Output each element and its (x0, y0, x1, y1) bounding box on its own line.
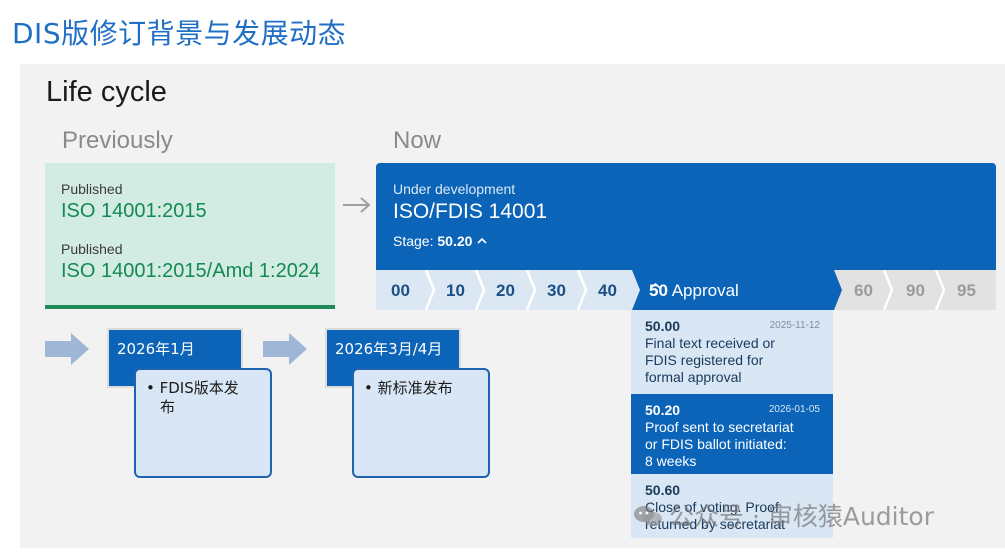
previous-publications-card: Published ISO 14001:2015 Published ISO 1… (45, 163, 335, 309)
stage-20[interactable]: 20 (496, 281, 515, 300)
substage-50-00[interactable]: 50.00 2025-11-12 Final text received or … (631, 310, 833, 394)
desc-line: 8 weeks (645, 453, 697, 469)
stage-value: 50.20 (437, 233, 473, 249)
lifecycle-title: Life cycle (46, 76, 167, 108)
substage-50-60[interactable]: 50.60 Close of voting. Proof returned by… (631, 474, 833, 538)
desc-line: FDIS registered for (645, 352, 764, 368)
wechat-icon (633, 504, 663, 528)
timeline-milestone-fdis: • FDIS版本发 布 (134, 368, 272, 478)
substage-list: 50.00 2025-11-12 Final text received or … (631, 310, 833, 538)
substage-code: 50.60 (645, 482, 681, 498)
desc-line: Proof sent to secretariat (645, 419, 794, 435)
now-heading: Now (393, 127, 442, 154)
slide-title: DIS版修订背景与发展动态 (12, 17, 347, 50)
timeline-arrow-icon (45, 333, 90, 370)
published-label: Published (61, 181, 123, 197)
milestone-text: 布 (160, 398, 176, 416)
current-standard-title[interactable]: ISO/FDIS 14001 (393, 200, 548, 223)
published-amendment-2024[interactable]: ISO 14001:2015/Amd 1:2024 (61, 260, 321, 282)
desc-line: or FDIS ballot initiated: (645, 436, 787, 452)
desc-line: Final text received or (645, 335, 775, 351)
substage-description: Proof sent to secretariat or FDIS ballot… (645, 419, 820, 470)
desc-line: Close of voting. Proof (645, 499, 779, 515)
stage-50-approval[interactable]: 50 Approval (649, 281, 743, 301)
published-label: Published (61, 241, 123, 257)
stage-10[interactable]: 10 (446, 281, 465, 300)
chevron-up-icon (476, 233, 488, 249)
desc-line: returned by secretariat (645, 516, 786, 532)
substage-description: Close of voting. Proof returned by secre… (645, 499, 820, 533)
stage-00[interactable]: 00 (391, 281, 410, 300)
substage-date: 2026-01-05 (768, 404, 820, 415)
stage-30[interactable]: 30 (547, 281, 566, 300)
watermark-text: 公众号 · 审核猿Auditor (669, 502, 934, 531)
published-standard-2015[interactable]: ISO 14001:2015 (61, 200, 207, 222)
desc-line: formal approval (645, 369, 742, 385)
substage-code: 50.00 (645, 318, 681, 334)
arrow-right-icon (342, 195, 372, 221)
watermark: 公众号 · 审核猿Auditor (633, 497, 934, 533)
stage-95[interactable]: 95 (957, 281, 976, 300)
stage-label: Stage: (393, 233, 434, 249)
substage-description: Final text received or FDIS registered f… (645, 335, 820, 386)
stage-progress-strip: 00 10 20 30 40 50 Approval 60 90 95 (376, 270, 996, 310)
milestone-text: • 新标准发布 (364, 379, 453, 397)
stage-60[interactable]: 60 (854, 281, 873, 300)
substage-code: 50.20 (645, 402, 681, 418)
under-development-label: Under development (393, 181, 516, 197)
substage-date: 2025-11-12 (769, 320, 820, 331)
stage-indicator[interactable]: Stage: 50.20 (393, 233, 488, 249)
previously-heading: Previously (62, 127, 173, 154)
stage-40[interactable]: 40 (598, 281, 617, 300)
stage-90[interactable]: 90 (906, 281, 925, 300)
timeline-milestone-publication: • 新标准发布 (352, 368, 490, 478)
timeline-arrow-icon (263, 333, 308, 370)
substage-50-20[interactable]: 50.20 2026-01-05 Proof sent to secretari… (631, 394, 833, 474)
current-development-card: Under development ISO/FDIS 14001 Stage: … (376, 163, 996, 270)
active-stage-name: Approval (671, 281, 739, 300)
milestone-text: • FDIS版本发 (146, 379, 239, 397)
